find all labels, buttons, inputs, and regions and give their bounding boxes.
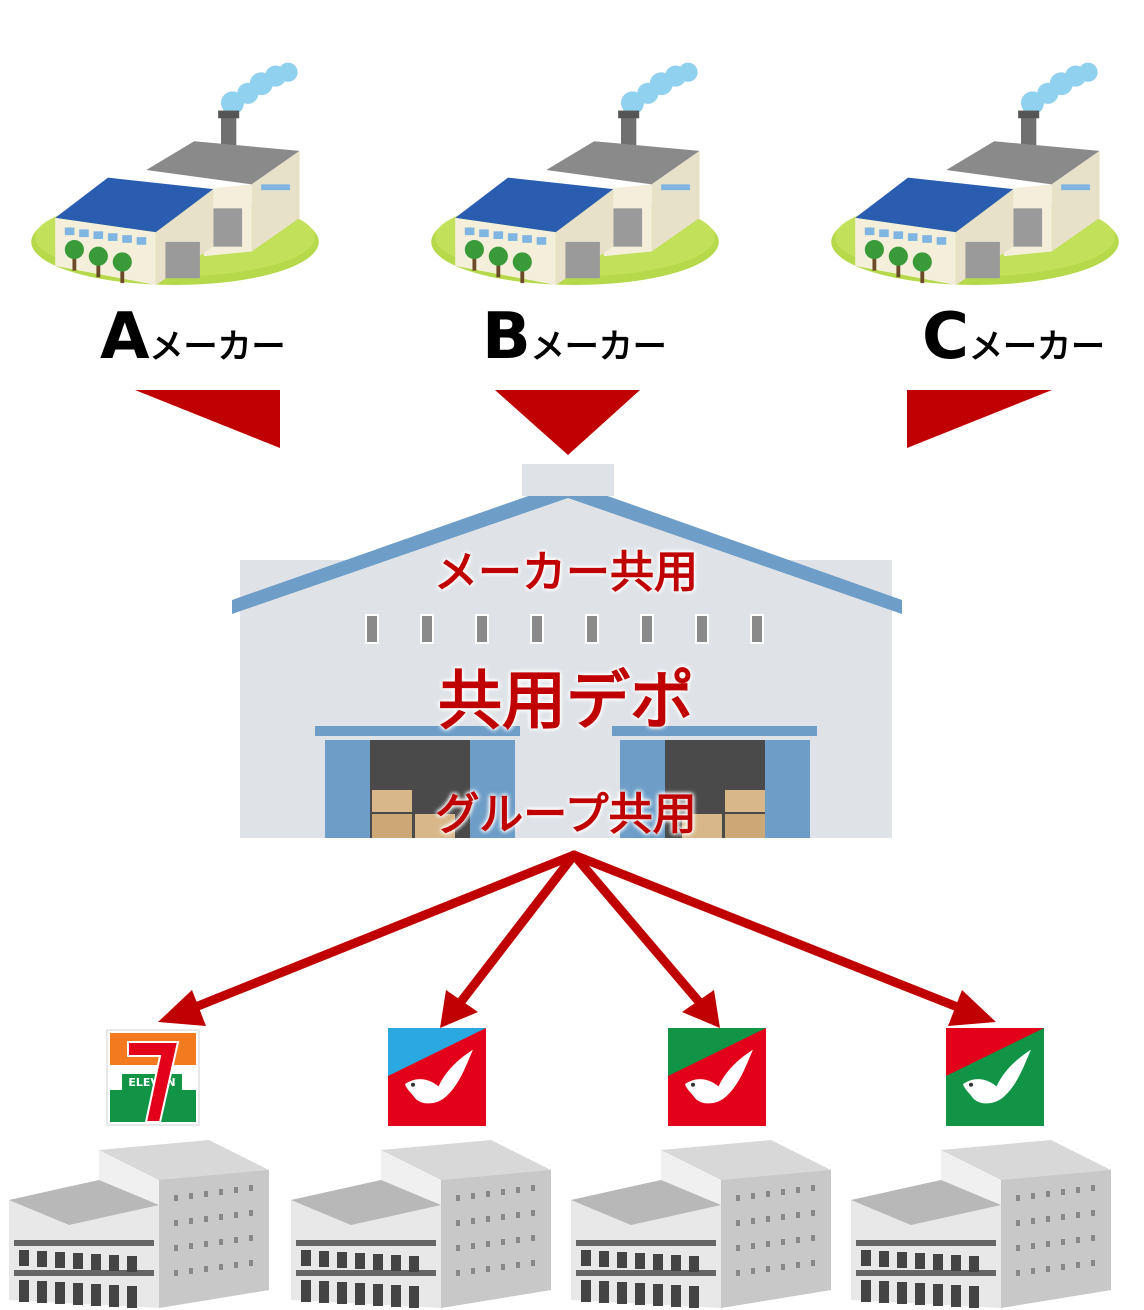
maker-b-label: Bメーカー	[482, 300, 667, 374]
maker-a-letter: A	[100, 300, 150, 374]
distribution-center-icon	[9, 1140, 269, 1308]
maker-c-label: Cメーカー	[922, 300, 1105, 374]
arrowhead-store-4	[948, 990, 996, 1026]
arrow-from-maker-a	[135, 390, 280, 448]
distribution-arrows	[183, 850, 970, 1015]
dove-logo-green-red	[946, 1028, 1044, 1126]
depot-building	[232, 464, 902, 838]
arrow-to-store-3	[569, 850, 705, 1008]
maker-c-letter: C	[922, 300, 969, 374]
depot-top-label: メーカー共用	[434, 547, 698, 598]
arrow-to-store-1	[183, 850, 579, 1015]
maker-c-factory	[831, 62, 1119, 285]
arrowhead-store-3	[682, 990, 720, 1028]
factory-icon	[31, 62, 319, 285]
arrow-to-store-2	[455, 850, 579, 1008]
maker-b-suffix: メーカー	[530, 327, 667, 367]
depot-bottom-label: グループ共用	[435, 789, 697, 840]
distribution-center-icon	[571, 1140, 831, 1308]
seven-eleven-logo: ELEVEN	[106, 1029, 200, 1126]
maker-a-label: Aメーカー	[100, 300, 286, 374]
dove-logo-blue	[388, 1028, 486, 1126]
maker-c-suffix: メーカー	[968, 327, 1105, 367]
arrow-to-store-4	[569, 850, 970, 1015]
arrow-from-maker-b	[495, 390, 640, 455]
depot-title: 共用デポ	[438, 665, 694, 739]
maker-a-suffix: メーカー	[149, 327, 286, 367]
maker-b-letter: B	[482, 300, 531, 374]
arrow-from-maker-c	[907, 390, 1052, 448]
arrowhead-store-1	[158, 990, 206, 1026]
arrowhead-store-2	[440, 990, 478, 1028]
distribution-center-icon	[851, 1140, 1111, 1308]
maker-b-factory	[431, 62, 719, 285]
dove-logo-green	[668, 1028, 766, 1126]
maker-a-factory	[31, 62, 319, 285]
distribution-center-icon	[291, 1140, 551, 1308]
factory-icon	[431, 62, 719, 285]
factory-icon	[831, 62, 1119, 285]
